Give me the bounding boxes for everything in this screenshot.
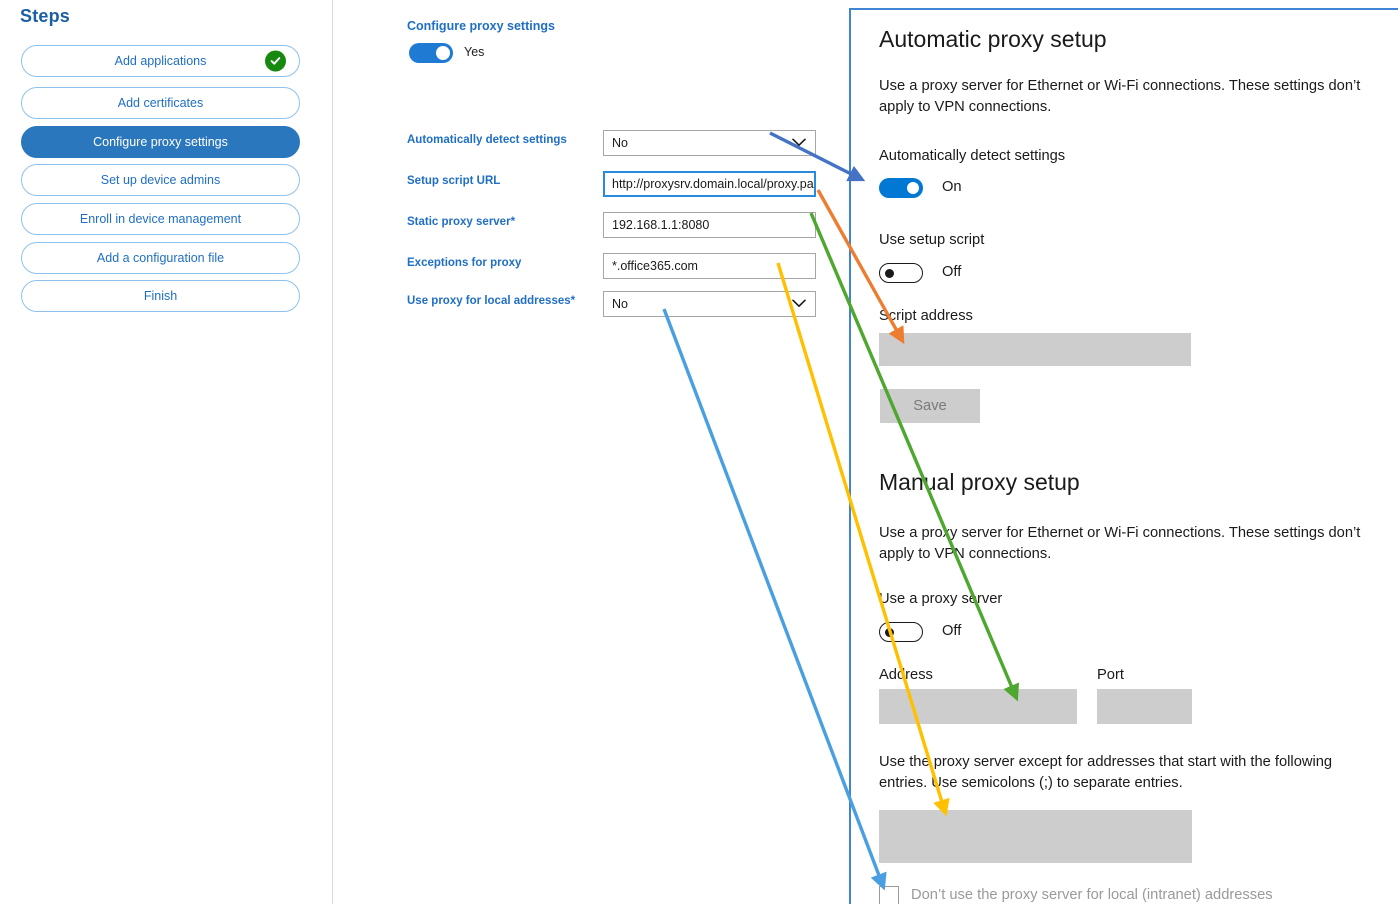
port-label: Port xyxy=(1097,667,1124,683)
form-row-static-proxy-server: Static proxy server* 192.168.1.1:8080 xyxy=(407,212,817,238)
chevron-down-icon xyxy=(792,297,806,311)
sidebar-item-label: Set up device admins xyxy=(100,173,221,187)
toggle-knob xyxy=(885,269,894,278)
local-addresses-checkbox[interactable] xyxy=(879,886,899,904)
use-setup-script-toggle[interactable] xyxy=(879,263,923,283)
input-value: http://proxysrv.domain.local/proxy.pa xyxy=(612,177,814,191)
sidebar-item-finish[interactable]: Finish xyxy=(21,280,300,312)
sidebar-item-label: Add certificates xyxy=(117,96,204,110)
automatically-detect-settings-select[interactable]: No xyxy=(603,130,816,156)
sidebar-divider xyxy=(332,0,333,904)
automatically-detect-settings-toggle[interactable] xyxy=(879,178,923,198)
toggle-knob xyxy=(907,182,919,194)
proxy-form-panel: Configure proxy settings Yes Automatical… xyxy=(407,19,817,317)
static-proxy-server-input[interactable]: 192.168.1.1:8080 xyxy=(603,212,816,238)
manual-proxy-setup-heading: Manual proxy setup xyxy=(879,469,1080,495)
sidebar-item-add-certificates[interactable]: Add certificates xyxy=(21,87,300,119)
sidebar-item-add-a-configuration-file[interactable]: Add a configuration file xyxy=(21,242,300,274)
select-value: No xyxy=(612,297,628,311)
form-row-automatically-detect-settings: Automatically detect settings No xyxy=(407,130,817,156)
input-value: 192.168.1.1:8080 xyxy=(612,218,710,232)
address-input[interactable] xyxy=(879,689,1077,724)
sidebar-item-add-applications[interactable]: Add applications xyxy=(21,45,300,77)
script-address-label: Script address xyxy=(879,308,973,324)
port-input[interactable] xyxy=(1097,689,1192,724)
address-label: Address xyxy=(879,667,933,683)
input-value: *.office365.com xyxy=(612,259,698,273)
sidebar-item-label: Finish xyxy=(143,289,178,303)
use-a-proxy-server-state: Off xyxy=(942,623,962,639)
chevron-down-icon xyxy=(792,136,806,150)
field-label: Setup script URL xyxy=(407,175,501,187)
sidebar-title: Steps xyxy=(20,6,71,26)
form-row-setup-script-url: Setup script URL http://proxysrv.domain.… xyxy=(407,171,817,197)
steps-sidebar: Steps Add applications Add certificates … xyxy=(0,0,333,904)
form-row-exceptions-for-proxy: Exceptions for proxy *.office365.com xyxy=(407,253,817,279)
automatically-detect-settings-state: On xyxy=(942,179,962,195)
automatic-proxy-setup-description: Use a proxy server for Ethernet or Wi-Fi… xyxy=(879,78,1361,115)
field-label: Exceptions for proxy xyxy=(407,257,522,269)
configure-proxy-toggle-label: Yes xyxy=(464,45,485,59)
bypass-description: Use the proxy server except for addresse… xyxy=(879,754,1333,791)
local-addresses-checkbox-label: Don’t use the proxy server for local (in… xyxy=(911,887,1273,903)
use-a-proxy-server-label: Use a proxy server xyxy=(879,591,1003,607)
use-a-proxy-server-toggle[interactable] xyxy=(879,622,923,642)
toggle-knob xyxy=(436,46,450,60)
field-label: Use proxy for local addresses* xyxy=(407,295,576,307)
sidebar-item-enroll-in-device-management[interactable]: Enroll in device management xyxy=(21,203,300,235)
sidebar-item-label: Add applications xyxy=(114,54,207,68)
form-row-use-proxy-for-local-addresses: Use proxy for local addresses* No xyxy=(407,291,817,317)
bypass-entries-input[interactable] xyxy=(879,810,1192,863)
sidebar-item-label: Add a configuration file xyxy=(96,251,225,265)
use-setup-script-label: Use setup script xyxy=(879,232,985,248)
toggle-knob xyxy=(885,628,894,637)
field-label: Static proxy server* xyxy=(407,216,516,228)
exceptions-for-proxy-input[interactable]: *.office365.com xyxy=(603,253,816,279)
automatic-proxy-setup-heading: Automatic proxy setup xyxy=(879,26,1107,52)
save-button[interactable]: Save xyxy=(880,389,980,423)
sidebar-item-configure-proxy-settings[interactable]: Configure proxy settings xyxy=(21,126,300,158)
sidebar-item-set-up-device-admins[interactable]: Set up device admins xyxy=(21,164,300,196)
check-circle-icon xyxy=(265,50,286,72)
manual-proxy-setup-description: Use a proxy server for Ethernet or Wi-Fi… xyxy=(879,525,1361,562)
form-title: Configure proxy settings xyxy=(407,19,555,33)
configure-proxy-toggle[interactable] xyxy=(409,43,453,63)
sidebar-item-label: Enroll in device management xyxy=(79,212,242,226)
select-value: No xyxy=(612,136,628,150)
setup-script-url-input[interactable]: http://proxysrv.domain.local/proxy.pa xyxy=(603,171,816,197)
script-address-input[interactable] xyxy=(879,333,1191,366)
sidebar-item-label: Configure proxy settings xyxy=(93,135,228,149)
use-proxy-for-local-addresses-select[interactable]: No xyxy=(603,291,816,317)
field-label: Automatically detect settings xyxy=(407,134,567,146)
windows-proxy-settings-panel: Automatic proxy setup Use a proxy server… xyxy=(849,8,1398,904)
use-setup-script-state: Off xyxy=(942,264,962,280)
automatically-detect-settings-label: Automatically detect settings xyxy=(879,148,1066,164)
